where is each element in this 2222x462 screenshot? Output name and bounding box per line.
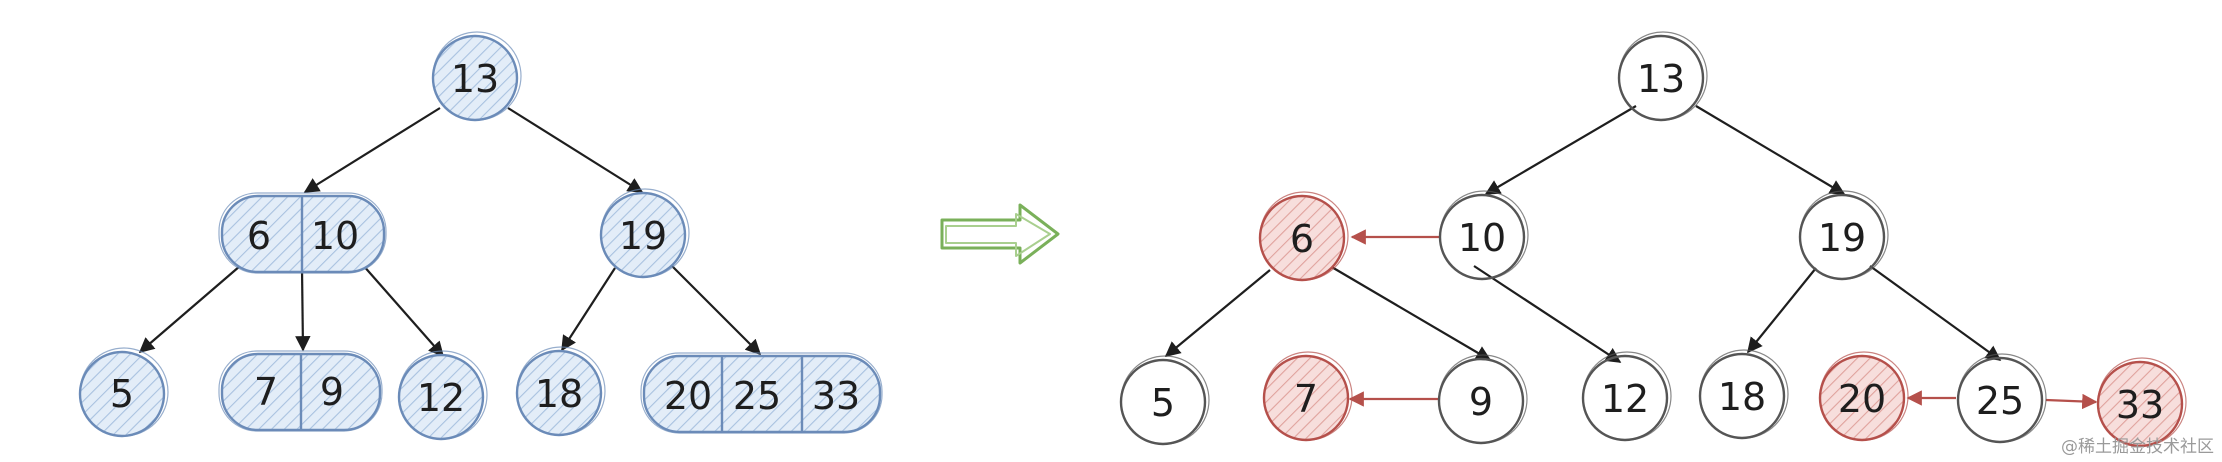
edge-19-to-20-25-33	[671, 265, 762, 356]
node-key: 7	[1294, 377, 1318, 421]
node-key: 18	[1718, 375, 1766, 419]
right-node-20-red: 20	[1818, 351, 1909, 442]
node-key: 18	[535, 372, 583, 416]
left-node-7-9: 7 9	[218, 350, 383, 432]
node-key: 33	[812, 374, 860, 418]
edge-6-to-9	[1329, 265, 1492, 361]
left-node-12: 12	[397, 350, 488, 441]
left-node-5: 5	[78, 347, 169, 438]
node-key: 12	[417, 376, 465, 420]
edge-19-to-18	[1747, 267, 1817, 354]
right-node-10: 10	[1438, 190, 1529, 281]
right-node-25: 25	[1956, 353, 2047, 444]
node-key: 20	[664, 374, 712, 418]
left-tree-edges	[138, 107, 762, 358]
edge-19-to-18	[561, 267, 616, 352]
left-b-tree: 13 6 10 19 5 7 9	[78, 31, 883, 441]
right-node-13: 13	[1617, 31, 1708, 122]
node-key: 25	[1976, 379, 2024, 423]
edge-6-10-to-7-9	[295, 267, 311, 352]
edge-19-to-25	[1869, 265, 2002, 361]
right-red-black-tree: 13 6 10 19 5 7	[1119, 31, 2187, 448]
node-key: 5	[1151, 381, 1175, 425]
right-node-5: 5	[1119, 355, 1210, 446]
red-edge-25-to-33	[2045, 393, 2098, 410]
edge-13-to-19	[507, 107, 644, 193]
right-tree-red-edges	[1348, 229, 2098, 410]
node-key: 13	[451, 57, 499, 101]
edge-6-10-to-12	[361, 263, 445, 358]
node-key: 6	[1290, 217, 1314, 261]
right-node-7-red: 7	[1262, 351, 1353, 442]
left-node-19: 19	[599, 188, 690, 279]
node-key: 20	[1838, 377, 1886, 421]
node-key: 19	[619, 214, 667, 258]
edge-13-to-19	[1695, 105, 1846, 195]
right-node-6-red: 6	[1258, 191, 1349, 282]
node-key: 7	[254, 370, 278, 414]
node-key: 6	[247, 214, 271, 258]
edge-10-to-12	[1473, 265, 1622, 363]
node-key: 9	[320, 370, 344, 414]
node-key: 33	[2116, 383, 2164, 427]
right-tree-edges	[1164, 105, 2002, 363]
node-key: 9	[1469, 380, 1493, 424]
node-key: 12	[1601, 377, 1649, 421]
right-node-9: 9	[1437, 354, 1528, 445]
right-node-33-red: 33	[2096, 357, 2187, 448]
right-arrow-icon	[940, 203, 1060, 265]
node-key: 13	[1637, 57, 1685, 101]
node-key: 5	[110, 372, 134, 416]
edge-13-to-6-10	[303, 107, 441, 193]
right-node-12: 12	[1581, 351, 1672, 442]
node-key: 10	[1458, 216, 1506, 260]
edge-13-to-10	[1484, 105, 1637, 195]
left-node-20-25-33: 20 25 33	[640, 352, 883, 434]
left-node-13: 13	[431, 31, 522, 122]
right-node-19: 19	[1798, 190, 1889, 281]
edge-6-to-5	[1164, 269, 1271, 357]
edge-6-10-to-5	[138, 265, 241, 354]
node-key: 19	[1818, 216, 1866, 260]
node-key: 10	[311, 214, 359, 258]
right-node-18: 18	[1698, 349, 1789, 440]
watermark-text: @稀土掘金技术社区	[2061, 437, 2214, 457]
left-node-6-10: 6 10	[218, 192, 387, 274]
node-key: 25	[733, 374, 781, 418]
left-node-18: 18	[515, 346, 606, 437]
